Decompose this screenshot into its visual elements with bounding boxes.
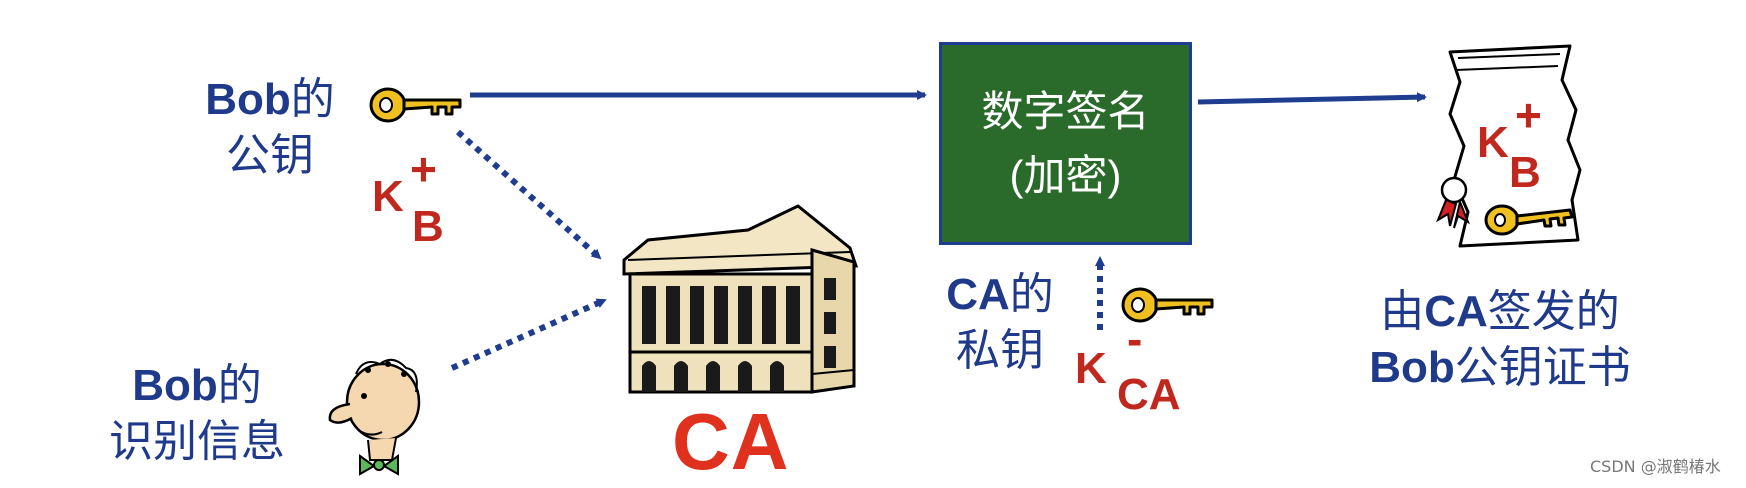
ca-private-key-label: CA的 私钥 [946,270,1054,375]
ca-key-icon [1121,287,1214,323]
ca-label: CA [672,397,790,486]
bob-public-key-label: Bob的 公钥 [205,75,335,180]
dotted-arrow-id-to-ca [450,297,607,371]
digital-signature-box: 数字签名 (加密) [939,42,1192,245]
watermark: CSDN @淑鹤椿水 [1590,457,1721,476]
bob-identity-label: Bob的 识别信息 [109,361,285,466]
arrow-signature-to-certificate [1197,92,1427,105]
ca-key-symbol: K - CA [1075,313,1181,419]
ca-building-icon [622,204,859,394]
certificate-icon [1435,44,1582,248]
certificate-label: 由CA签发的 Bob公钥证书 [1369,287,1631,392]
certificate-key-symbol: K + B [1477,89,1542,197]
signature-box-title: 数字签名 [981,87,1150,135]
bob-key-symbol: K + B [372,143,444,251]
bob-person-icon [328,358,421,476]
bob-key-icon [369,87,462,123]
signature-box-subtitle: (加密) [1009,151,1122,199]
dotted-arrow-key-to-ca [456,129,602,261]
